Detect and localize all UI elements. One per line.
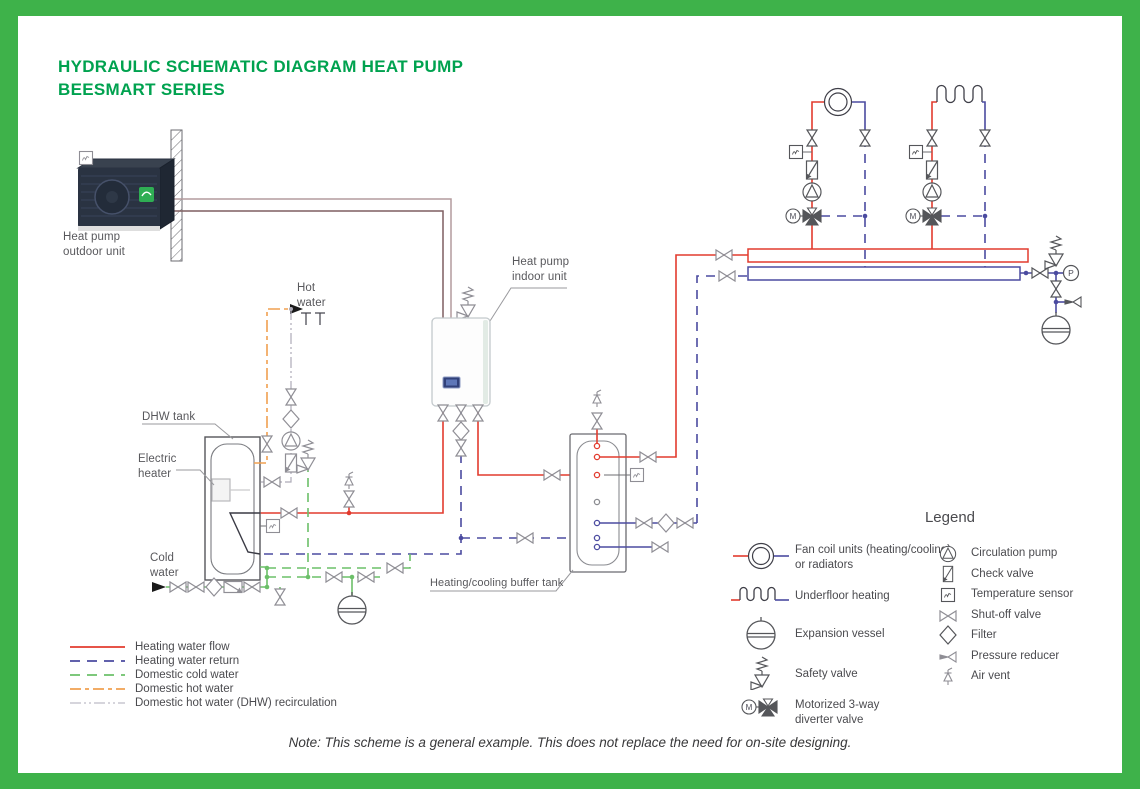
check-valve-legend-icon bbox=[942, 565, 954, 583]
blue-manifold bbox=[747, 266, 1021, 281]
heater-leader-line bbox=[176, 469, 215, 486]
underfloor-circuit: M bbox=[905, 84, 991, 267]
legend-label: Circulation pump bbox=[971, 547, 1058, 559]
line-legend-row: Heating water return bbox=[70, 654, 239, 668]
legend-label: Temperature sensor bbox=[971, 588, 1074, 600]
legend-label: Check valve bbox=[971, 568, 1034, 580]
indoor-unit-label: Heat pump indoor unit bbox=[512, 256, 570, 283]
underfloor-coil-icon bbox=[936, 84, 983, 104]
underfloor-legend-icon bbox=[731, 586, 789, 602]
schematic-drawing: M M bbox=[76, 84, 1082, 625]
line-legend-label: Domestic hot water bbox=[135, 683, 234, 695]
legend-label: Shut-off valve bbox=[971, 609, 1042, 621]
safety-valve-icon bbox=[456, 286, 476, 321]
electric-heater-label: Electric heater bbox=[138, 453, 177, 480]
indoor-leader-line bbox=[489, 287, 567, 322]
svg-text:M: M bbox=[746, 703, 753, 712]
air-vent-icon bbox=[592, 389, 602, 408]
buffer-tank bbox=[430, 249, 748, 592]
line-legend-label: Domestic cold water bbox=[135, 669, 239, 681]
manifolds bbox=[747, 248, 1029, 281]
circulation-pump-icon bbox=[922, 182, 942, 202]
page-title: HYDRAULIC SCHEMATIC DIAGRAM HEAT PUMP BE… bbox=[58, 55, 463, 101]
indoor-unit bbox=[431, 286, 567, 407]
temperature-sensor-legend-icon bbox=[940, 587, 956, 603]
check-valve-icon bbox=[223, 580, 243, 594]
diagram-canvas: HYDRAULIC SCHEMATIC DIAGRAM HEAT PUMP BE… bbox=[18, 16, 1122, 773]
line-legend-row: Domestic cold water bbox=[70, 668, 239, 682]
title-line1: HYDRAULIC SCHEMATIC DIAGRAM HEAT PUMP bbox=[58, 57, 464, 76]
svg-text:P: P bbox=[1068, 268, 1074, 278]
dhw-expansion-vessel bbox=[337, 591, 367, 625]
hot-water-label: Hot water bbox=[297, 282, 326, 309]
expansion-vessel-icon bbox=[1041, 311, 1071, 345]
check-valve-icon bbox=[805, 160, 819, 180]
legend-label: Motorized 3-way diverter valve bbox=[795, 699, 880, 726]
check-valve-icon bbox=[925, 160, 939, 180]
svg-text:M: M bbox=[790, 212, 797, 221]
refrigerant-pipes bbox=[150, 198, 452, 320]
legend-label: Filter bbox=[971, 629, 997, 641]
circulation-pump-icon bbox=[281, 431, 301, 451]
line-legend-label: Domestic hot water (DHW) recirculation bbox=[135, 697, 337, 709]
outdoor-unit-label: Heat pump outdoor unit bbox=[63, 231, 125, 258]
legend-label: Expansion vessel bbox=[795, 628, 885, 640]
legend-title: Legend bbox=[924, 509, 976, 526]
expansion-vessel-legend-icon bbox=[746, 616, 776, 650]
legend-label: Safety valve bbox=[795, 668, 858, 680]
outdoor-unit bbox=[76, 150, 176, 231]
line-legend-row: Heating water flow bbox=[70, 640, 230, 654]
fan-coil-legend-icon bbox=[733, 542, 789, 570]
footnote: Note: This scheme is a general example. … bbox=[288, 735, 852, 750]
title-line2: BEESMART SERIES bbox=[58, 80, 225, 99]
dhw-tank bbox=[142, 423, 281, 581]
filter-icon bbox=[205, 577, 223, 597]
fan-coil-circuit: M bbox=[785, 87, 871, 267]
temperature-sensor-icon bbox=[788, 144, 804, 160]
filter-legend-icon bbox=[939, 625, 957, 645]
system-expansion-assembly: P bbox=[1020, 235, 1082, 345]
legend-label: Fan coil units (heating/cooling) or radi… bbox=[795, 544, 951, 571]
air-vent-legend-icon bbox=[943, 667, 953, 686]
check-valve-icon bbox=[284, 453, 298, 473]
red-manifold bbox=[747, 248, 1029, 263]
circulation-pump-legend-icon bbox=[939, 545, 957, 563]
temperature-sensor-icon bbox=[908, 144, 924, 160]
legend-label: Underfloor heating bbox=[795, 590, 890, 602]
pressure-reducer-legend-icon bbox=[939, 651, 957, 663]
buffer-sensor-icon bbox=[629, 467, 645, 483]
line-legend-label: Heating water flow bbox=[135, 641, 230, 653]
brand-badge bbox=[139, 187, 154, 202]
dhw-leader-line bbox=[142, 423, 234, 440]
motorized-3way-legend-icon: M bbox=[741, 698, 778, 717]
line-legend-label: Heating water return bbox=[135, 655, 240, 667]
dhw-tank-label: DHW tank bbox=[142, 411, 196, 423]
circulation-pump-icon bbox=[802, 182, 822, 202]
air-vent-icon bbox=[344, 471, 354, 490]
shut-off-valve-legend-icon bbox=[939, 610, 957, 622]
pressure-reducer-icon bbox=[1064, 296, 1082, 308]
buffer-leader-line bbox=[430, 569, 574, 592]
legend-label: Pressure reducer bbox=[971, 650, 1060, 662]
cold-water-label: Cold water bbox=[150, 552, 179, 579]
electric-heater bbox=[211, 478, 250, 502]
svg-text:M: M bbox=[910, 212, 917, 221]
safety-valve-icon bbox=[1044, 235, 1064, 270]
dhw-coil bbox=[228, 512, 261, 555]
indoor-unit-valves bbox=[280, 404, 561, 544]
buffer-tank-label: Heating/cooling buffer tank bbox=[430, 577, 564, 589]
line-legend-row: Domestic hot water bbox=[70, 682, 233, 696]
legend-label: Air vent bbox=[971, 670, 1010, 682]
dhw-tank-sensor-icon bbox=[260, 518, 281, 534]
pressure-reducer-icon bbox=[280, 507, 298, 519]
line-legend-row: Domestic hot water (DHW) recirculation bbox=[70, 696, 337, 710]
outdoor-temperature-sensor-icon bbox=[78, 150, 94, 166]
safety-valve-legend-icon bbox=[750, 656, 770, 690]
